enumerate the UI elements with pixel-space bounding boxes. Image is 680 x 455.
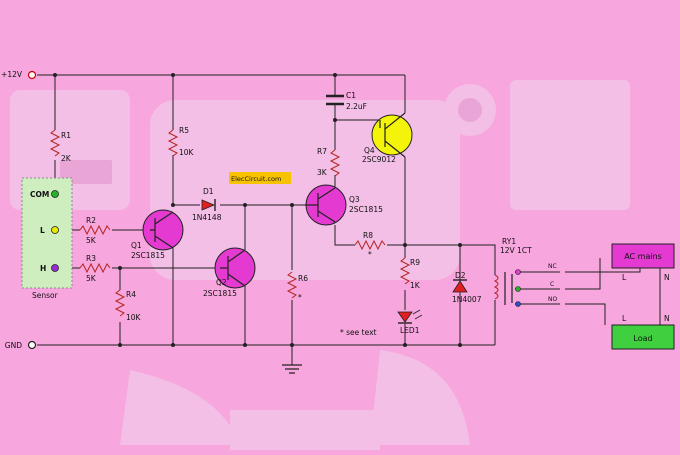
diode-d1: D1 1N4148 xyxy=(192,187,222,222)
r9-ref: R9 xyxy=(410,258,420,267)
resistor-r9: R9 1K xyxy=(399,257,421,290)
led-led1: LED1 xyxy=(397,309,423,335)
ac-mains-label: AC mains xyxy=(624,252,662,261)
r9-value: 1K xyxy=(410,281,421,290)
r8-value: * xyxy=(368,250,372,259)
sensor-name: Sensor xyxy=(32,291,59,300)
ground-symbol xyxy=(282,364,302,374)
junction-dots xyxy=(53,73,462,347)
sensor-l-terminal xyxy=(51,226,59,234)
sensor-h-label: H xyxy=(40,264,46,273)
supply-vcc-label: +12V xyxy=(1,70,23,79)
see-text-note: * see text xyxy=(340,328,377,337)
r7-value: 3K xyxy=(317,168,328,177)
r4-ref: R4 xyxy=(126,290,136,299)
resistor-r3: R3 5K xyxy=(79,254,111,283)
ac-mains-n: N xyxy=(664,273,670,282)
ry1-ref: RY1 xyxy=(502,237,516,246)
resistor-r7: R7 3K xyxy=(317,147,341,177)
r3-value: 5K xyxy=(86,274,97,283)
q1-ref: Q1 xyxy=(131,241,142,250)
diode-d2: D2 1N4007 xyxy=(452,271,482,304)
resistor-r8: R8 * xyxy=(354,231,386,259)
d1-ref: D1 xyxy=(203,187,214,196)
r6-value: * xyxy=(298,293,302,302)
r1-ref: R1 xyxy=(61,131,71,140)
led1-ref: LED1 xyxy=(400,326,420,335)
transistor-q1: Q1 2SC1815 xyxy=(131,209,184,260)
r5-value: 10K xyxy=(179,148,195,157)
resistor-r2: R2 5K xyxy=(79,216,111,245)
transistor-q3: Q3 2SC1815 xyxy=(305,184,383,226)
relay-no-contact xyxy=(515,301,521,307)
q4-part: 2SC9012 xyxy=(362,155,396,164)
ry1-spec: 12V 1CT xyxy=(500,246,532,255)
r5-ref: R5 xyxy=(179,126,189,135)
relay-ry1: RY1 12V 1CT NC C NO xyxy=(493,237,557,307)
d2-part: 1N4007 xyxy=(452,295,482,304)
capacitor-c1: C1 2.2uF xyxy=(326,91,367,111)
r2-value: 5K xyxy=(86,236,97,245)
load-l: L xyxy=(622,314,627,323)
sensor-com-label: COM xyxy=(30,190,49,199)
q2-part: 2SC1815 xyxy=(203,289,237,298)
q4-ref: Q4 xyxy=(364,146,375,155)
sensor-h-terminal xyxy=(51,264,59,272)
resistor-r4: R4 10K xyxy=(114,289,142,322)
transistor-q2: Q2 2SC1815 xyxy=(203,247,256,298)
load-box: Load L N xyxy=(611,314,675,350)
supply-gnd-label: GND xyxy=(5,341,22,350)
r1-value: 2K xyxy=(61,154,72,163)
sensor-com-terminal xyxy=(51,190,59,198)
load-n: N xyxy=(664,314,670,323)
d1-part: 1N4148 xyxy=(192,213,222,222)
q3-part: 2SC1815 xyxy=(349,205,383,214)
relay-c-label: C xyxy=(550,281,554,288)
transistor-q4: Q4 2SC9012 xyxy=(362,112,413,164)
relay-c-contact xyxy=(515,286,521,292)
relay-nc-label: NC xyxy=(548,263,557,270)
resistor-r6: R6 * xyxy=(286,271,308,302)
r6-ref: R6 xyxy=(298,274,308,283)
relay-no-label: NO xyxy=(548,296,557,303)
r3-ref: R3 xyxy=(86,254,96,263)
resistor-r1: R1 2K xyxy=(49,129,72,163)
sensor-l-label: L xyxy=(40,226,45,235)
sensor-module: COM L H Sensor xyxy=(21,177,73,300)
r4-value: 10K xyxy=(126,313,142,322)
r2-ref: R2 xyxy=(86,216,96,225)
background-photo xyxy=(10,80,630,450)
supply-gnd-terminal: GND xyxy=(5,340,37,350)
r7-ref: R7 xyxy=(317,147,327,156)
watermark-text: ElecCircuit.com xyxy=(231,175,281,183)
watermark: ElecCircuit.com xyxy=(229,172,291,184)
ac-mains-box: AC mains L N xyxy=(611,243,675,282)
load-label: Load xyxy=(633,334,652,343)
q1-part: 2SC1815 xyxy=(131,251,165,260)
d2-ref: D2 xyxy=(455,271,466,280)
q2-ref: Q2 xyxy=(216,278,227,287)
supply-vcc-terminal: +12V xyxy=(1,70,37,80)
relay-nc-contact xyxy=(515,269,521,275)
c1-value: 2.2uF xyxy=(346,102,367,111)
ac-mains-l: L xyxy=(622,273,627,282)
q3-ref: Q3 xyxy=(349,195,360,204)
r8-ref: R8 xyxy=(363,231,373,240)
c1-ref: C1 xyxy=(346,91,356,100)
resistor-r5: R5 10K xyxy=(167,126,195,157)
